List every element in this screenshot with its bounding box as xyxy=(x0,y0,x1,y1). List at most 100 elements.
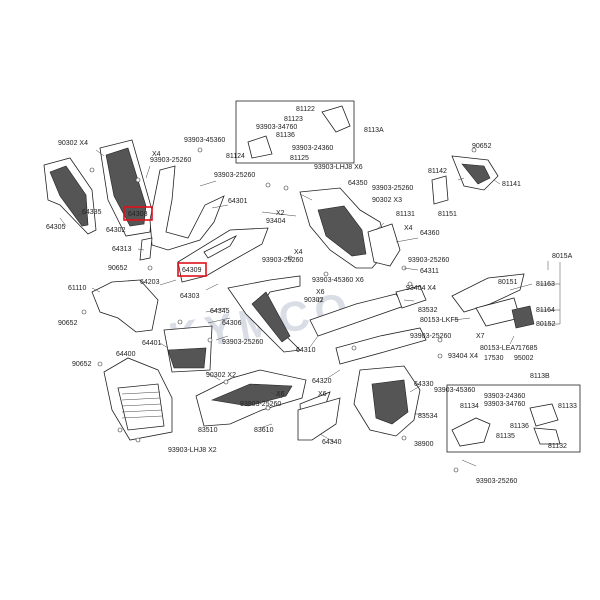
part-labels: 90302 X4 64335 64305 64308 64302 93903-4… xyxy=(46,106,577,485)
bracket-81122 xyxy=(321,105,351,133)
label-90302: 90302 xyxy=(304,297,324,304)
label-93903-45360-c: 93903-45360 xyxy=(434,387,475,394)
label-93903-lhj8-x2: 93903-LHJ8 X2 xyxy=(168,447,217,454)
cover-81141 xyxy=(451,155,499,191)
label-93903-25260-h: 93903-25260 xyxy=(476,478,517,485)
bracket-81133 xyxy=(529,403,559,427)
label-81142: 81142 xyxy=(428,168,447,175)
label-80151: 80151 xyxy=(498,279,518,286)
label-83532: 83532 xyxy=(418,307,438,314)
label-81135: 81135 xyxy=(496,433,515,440)
label-80152: 80152 xyxy=(536,321,556,328)
label-64303: 64303 xyxy=(180,293,200,300)
label-81133: 81133 xyxy=(558,403,577,410)
label-x6-a: X6 xyxy=(276,391,285,398)
label-81131: 81131 xyxy=(396,211,415,218)
label-90652-a: 90652 xyxy=(108,265,128,272)
label-93903-25260-c: 93903-25260 xyxy=(222,339,263,346)
under-cover-64330 xyxy=(353,365,421,437)
label-90652-b: 90652 xyxy=(58,320,78,327)
label-95002: 95002 xyxy=(514,355,534,362)
cover-81132 xyxy=(533,427,561,445)
label-93903-lhj8-x6: 93903-LHJ8 X6 xyxy=(314,164,363,171)
label-93404-x4-a: 93404 X4 xyxy=(406,285,436,292)
label-17685: 17685 xyxy=(518,345,538,352)
leg-shield-64400 xyxy=(103,357,173,441)
label-8113A: 8113A xyxy=(364,127,384,134)
label-64310: 64310 xyxy=(296,347,316,354)
group-bracket-8015A xyxy=(540,262,561,325)
highlight-box-64309 xyxy=(177,262,207,277)
label-93404: 93404 xyxy=(266,218,286,225)
rear-cover-80151 xyxy=(451,273,525,327)
label-x6-c: X6 xyxy=(318,391,327,398)
label-x7: X7 xyxy=(476,333,485,340)
label-8015A: 8015A xyxy=(552,253,573,260)
bracket-81151 xyxy=(431,175,449,205)
label-81125: 81125 xyxy=(290,155,309,162)
floor-side-83510 xyxy=(195,369,307,427)
label-93903-25260-b: 93903-25260 xyxy=(214,172,255,179)
bracket-83532 xyxy=(395,285,427,309)
label-83610: 83610 xyxy=(254,427,274,434)
label-x4-c: X4 xyxy=(404,225,413,232)
label-81122: 81122 xyxy=(296,106,315,113)
label-80153-lea7: 80153-LEA7 xyxy=(480,345,519,352)
label-64335: 64335 xyxy=(82,209,102,216)
inner-panel-64401 xyxy=(163,325,213,373)
side-cover-64303 xyxy=(177,227,269,283)
label-81141: 81141 xyxy=(502,181,521,188)
lower-cover-64340 xyxy=(297,397,341,441)
label-93903-24360-b: 93903-24360 xyxy=(484,393,525,400)
label-64309: 64309 xyxy=(182,267,202,274)
label-64306: 64306 xyxy=(222,320,242,327)
label-93903-25260-e: 93903-25260 xyxy=(372,185,413,192)
label-64313: 64313 xyxy=(112,246,132,253)
label-81136: 81136 xyxy=(276,132,295,139)
label-81124: 81124 xyxy=(226,153,245,160)
center-cover-64350 xyxy=(299,187,389,269)
label-64360: 64360 xyxy=(420,230,440,237)
label-93903-34760: 93903-34760 xyxy=(256,124,297,131)
label-81151: 81151 xyxy=(438,211,457,218)
label-81164: 81164 xyxy=(536,307,555,314)
label-93903-34760-b: 93903-34760 xyxy=(484,401,525,408)
label-81132: 81132 xyxy=(548,443,567,450)
label-81134: 81134 xyxy=(460,403,479,410)
label-81123: 81123 xyxy=(284,116,303,123)
label-64301: 64301 xyxy=(228,198,248,205)
front-cover-64302 xyxy=(99,139,153,237)
label-64345: 64345 xyxy=(210,308,230,315)
label-93903-24360: 93903-24360 xyxy=(292,145,333,152)
handle-cover-61110 xyxy=(91,279,159,333)
label-64308: 64308 xyxy=(128,211,148,218)
label-90652-d: 90652 xyxy=(472,143,492,150)
label-90302-x3: 90302 X3 xyxy=(372,197,402,204)
group-box-8113B xyxy=(446,384,581,453)
label-81136-b: 81136 xyxy=(510,423,529,430)
cover-81134 xyxy=(451,417,491,447)
label-64305: 64305 xyxy=(46,224,66,231)
front-side-cover-64305 xyxy=(43,157,97,235)
label-90652-c: 90652 xyxy=(72,361,92,368)
label-90302-x2: 90302 X2 xyxy=(206,372,236,379)
leader-lines xyxy=(59,149,549,467)
label-64320: 64320 xyxy=(312,378,332,385)
label-83510: 83510 xyxy=(198,427,218,434)
label-93903-45360-a: 93903-45360 xyxy=(184,137,225,144)
label-x4-b: X4 xyxy=(294,249,303,256)
label-17530: 17530 xyxy=(484,355,504,362)
label-64203: 64203 xyxy=(140,279,160,286)
inner-cover-64360 xyxy=(367,223,401,267)
label-x2-b: X2 xyxy=(276,210,285,217)
label-93903-25260-g: 93903-25260 xyxy=(410,333,451,340)
label-8113B: 8113B xyxy=(530,373,550,380)
front-center-cover-64301 xyxy=(149,165,225,251)
label-61110: 61110 xyxy=(68,285,87,292)
side-rail-64320 xyxy=(335,327,427,365)
label-80153-lkf5: 80153-LKF5 xyxy=(420,317,459,324)
label-x6-b: X6 xyxy=(316,289,325,296)
side-panel-64306 xyxy=(227,275,301,353)
label-81163: 81163 xyxy=(536,281,555,288)
